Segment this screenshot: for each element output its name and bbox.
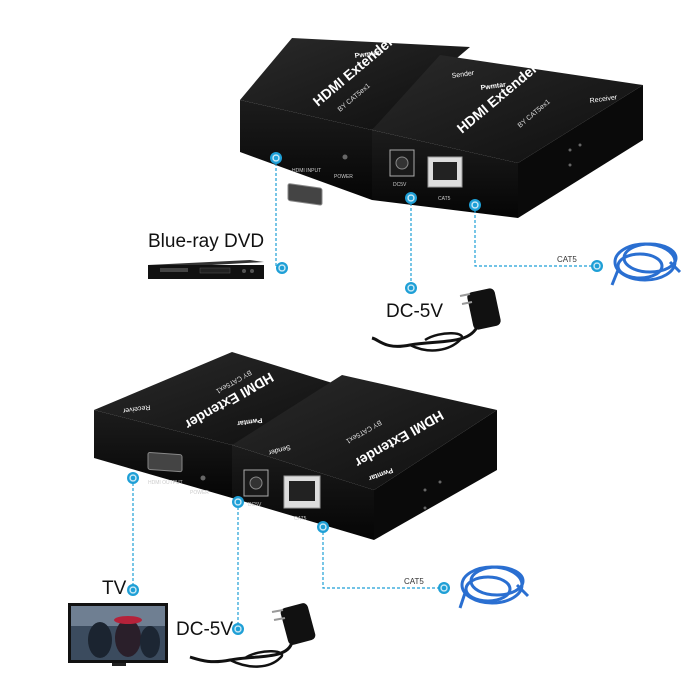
dvd-player (148, 260, 264, 279)
top-receiver-role: Receiver (589, 94, 618, 105)
top-sender-role: Sender (451, 70, 475, 80)
bottom-cat-label: CAT5 (294, 516, 307, 522)
cat5-cable-bottom (458, 565, 530, 609)
top-sender-box (240, 38, 470, 200)
bottom-dc-label: DC5V (248, 502, 262, 508)
bottom-callout-dots (127, 472, 450, 635)
hdmi-input-port (287, 183, 323, 206)
cat5-label-top: CAT5 (557, 255, 577, 264)
top-power-label: POWER (334, 174, 353, 180)
top-hdmi-label: HDMI INPUT (292, 168, 321, 174)
top-receiver-brand: Pwmtar (480, 81, 506, 91)
top-sender-brand: Pwmtar (354, 49, 380, 59)
power-adapter-top (371, 288, 501, 352)
bottom-hdmi-label: HDMI OUTPUT (148, 480, 183, 486)
power-led (342, 154, 348, 160)
dc5v-label-top: DC-5V (386, 301, 444, 322)
cat5-cable-top (610, 242, 682, 286)
top-callout-dots (270, 152, 603, 294)
top-dc-label: DC5V (393, 182, 407, 188)
bottom-receiver-role: Receiver (122, 403, 151, 414)
tv-image (68, 603, 168, 666)
top-cat-label: CAT5 (438, 196, 451, 202)
blue-ray-dvd-label: Blue-ray DVD (148, 231, 265, 252)
cat5-label-bottom: CAT5 (404, 577, 424, 586)
power-adapter-bottom (189, 603, 316, 668)
bottom-power-label: POWER (190, 490, 209, 496)
dc5v-label-bottom: DC-5V (176, 619, 234, 640)
top-extender-pair (240, 38, 643, 218)
bottom-extender-pair (94, 352, 497, 540)
bottom-receiver-brand: Pwmtar (236, 416, 262, 426)
tv-label: TV (102, 578, 127, 599)
hdmi-output-port (147, 451, 183, 473)
power-led-bottom (200, 475, 206, 481)
